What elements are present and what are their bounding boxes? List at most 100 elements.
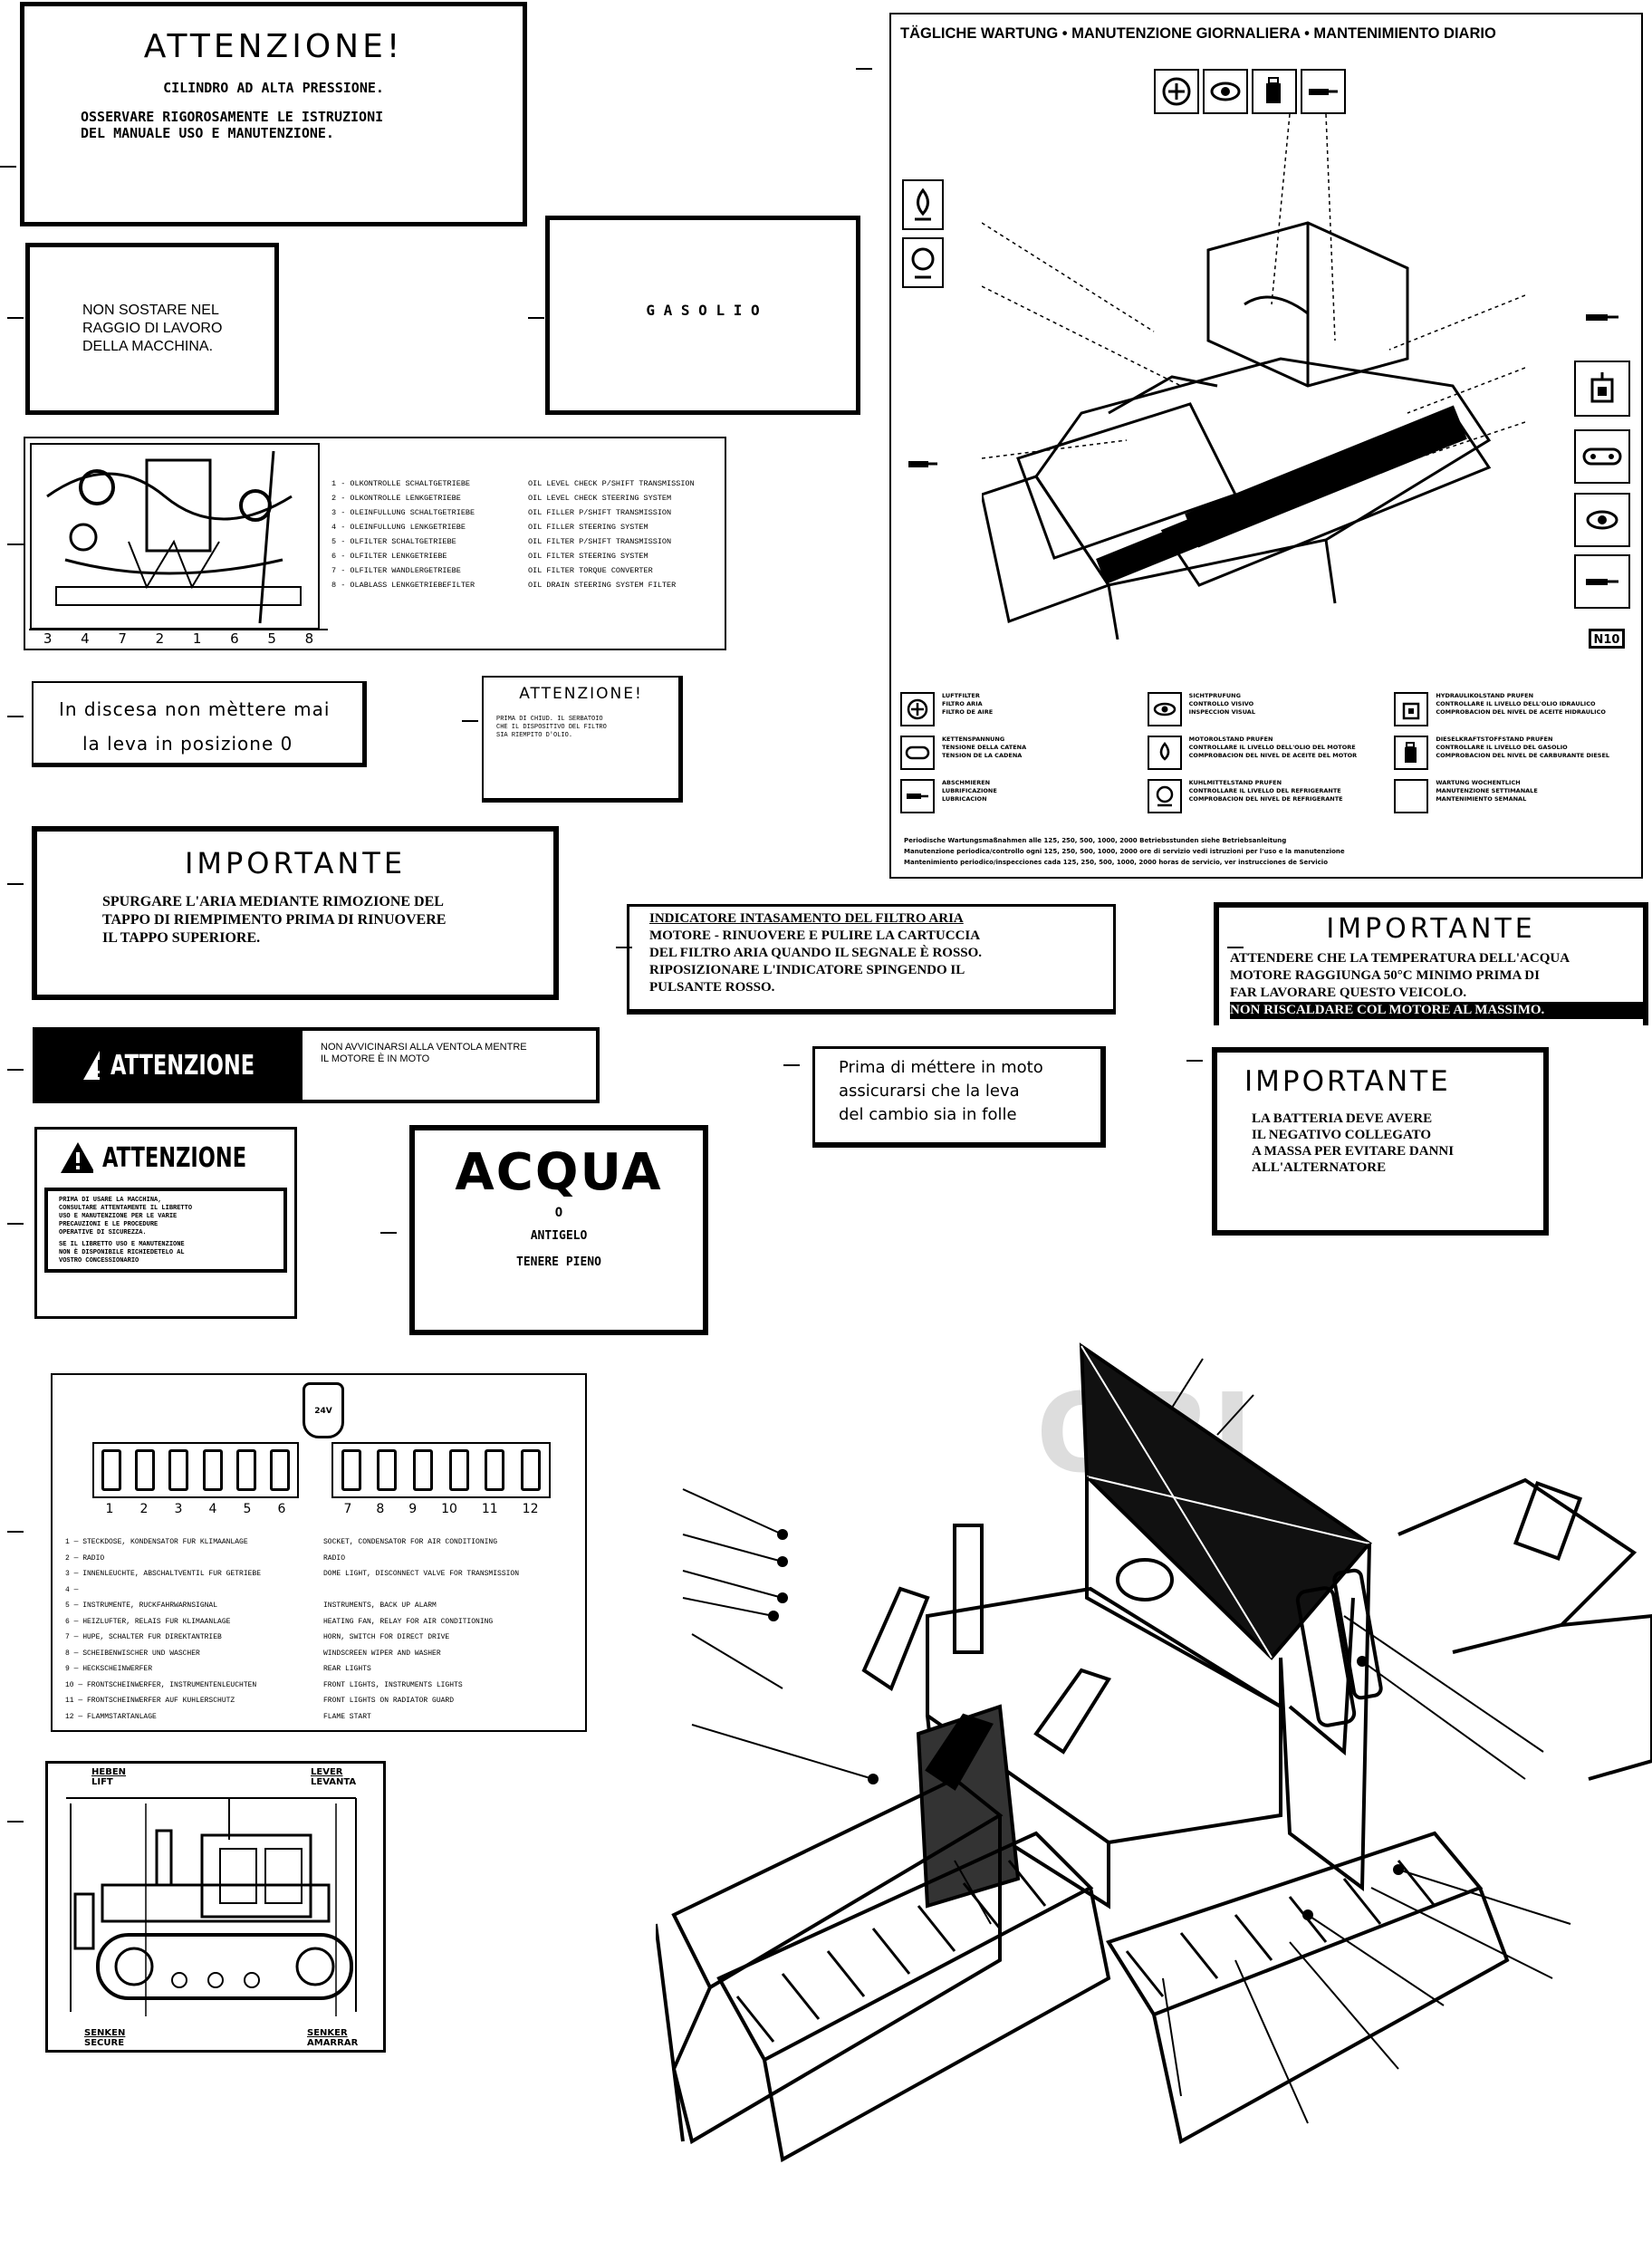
fuse-legend-en: HORN, SWITCH FOR DIRECT DRIVE (323, 1633, 450, 1641)
coolant-icon (1147, 779, 1182, 813)
fuse-legend-en: WINDSCREEN WIPER AND WASHER (323, 1649, 441, 1658)
ventola-text-block: NON AVVICINARSI ALLA VENTOLA MENTRE IL M… (303, 1031, 527, 1100)
grease-icon (1301, 69, 1346, 114)
lever-label-block: LEVER LEVANTA (311, 1767, 356, 1787)
libretto-text-block: PRIMA DI USARE LA MACCHINA, CONSULTARE A… (44, 1188, 287, 1273)
fuse-legend-en: FLAME START (323, 1712, 371, 1721)
eye-icon (1147, 692, 1182, 726)
decal-attenzione-small: ATTENZIONE! PRIMA DI CHIUD. IL SERBATOIO… (482, 676, 683, 803)
decal-text: O (554, 1206, 563, 1220)
legend-text: ABSCHMIEREN (942, 779, 991, 786)
legend-text: HYDRAULIKOLSTAND PRUFEN (1436, 692, 1534, 699)
legend-item-track: KETTENSPANNUNG TENSIONE DELLA CATENA TEN… (900, 736, 1140, 770)
fuse-legend-de: 2 — RADIO (65, 1553, 105, 1563)
legend-text: CONTROLLARE IL LIVELLO DEL GASOLIO (1436, 744, 1568, 751)
decal-text: RAGGIO DI LAVORO (82, 321, 223, 336)
leader-line (783, 1064, 800, 1066)
legend-text: MANTENIMIENTO SEMANAL (1436, 795, 1527, 803)
fuse-number: 12 (522, 1502, 539, 1516)
fuse-legend: 1 — STECKDOSE, KONDENSATOR FUR KLIMAANLA… (65, 1534, 581, 1725)
legend-text: TENSIONE DELLA CATENA (942, 744, 1027, 751)
fuse-number: 7 (343, 1502, 352, 1516)
legend-text: INSPECCION VISUAL (1188, 708, 1255, 716)
maintenance-footer: Periodische Wartungsmaßnahmen alle 125, … (904, 835, 1638, 868)
leader-line (7, 1821, 24, 1823)
fuse-legend-en: INSTRUMENTS, BACK UP ALARM (323, 1601, 437, 1610)
decal-fuse-panel: 24V 1 2 3 4 5 6 7 8 9 10 11 12 1 — STECK… (51, 1373, 587, 1732)
leader-line (7, 1223, 24, 1225)
fuse-icon (521, 1449, 542, 1491)
fuse-legend-de: 12 — FLAMMSTARTANLAGE (65, 1712, 157, 1721)
fuse-legend-en: REAR LIGHTS (323, 1665, 371, 1673)
filter-legend-en: OIL FILTER STEERING SYSTEM (528, 552, 648, 561)
filter-number: 1 (192, 630, 202, 647)
secure-label-block: SENKEN SECURE (84, 2028, 125, 2048)
engine-oil-icon (1147, 736, 1182, 770)
fuse-legend-de: 8 — SCHEIBENWISCHER UND WASCHER (65, 1649, 200, 1658)
leader-line (7, 883, 24, 885)
filter-legend-en: OIL LEVEL CHECK STEERING SYSTEM (528, 494, 672, 503)
fuse-number: 6 (277, 1502, 286, 1516)
legend-text: CONTROLLARE IL LIVELLO DELL'OLIO DEL MOT… (1188, 744, 1356, 751)
dozer-perspective-drawing (982, 114, 1525, 640)
decal-title: ACQUA (455, 1143, 663, 1202)
filter-number: 2 (155, 630, 165, 647)
decal-text: PRECAUZIONI E LE PROCEDURE (59, 1221, 158, 1228)
fuse-icon (270, 1449, 291, 1491)
decal-text: VOSTRO CONCESSIONARIO (59, 1257, 139, 1265)
legend-text: KETTENSPANNUNG (942, 736, 1005, 743)
fuse-legend-en: DOME LIGHT, DISCONNECT VALVE FOR TRANSMI… (323, 1570, 520, 1578)
decal-text: In discesa non mèttere mai (59, 698, 331, 720)
legend-item-air-filter: LUFTFILTER FILTRO ARIA FILTRO DE AIRE (900, 692, 1140, 726)
fuse-voltage-label: 24V (314, 1407, 332, 1416)
decal-text: IL MOTORE È IN MOTO (321, 1053, 430, 1064)
fuse-icon (448, 1449, 469, 1491)
fuse-legend-row: 8 — SCHEIBENWISCHER UND WASCHER WINDSCREE… (65, 1646, 581, 1662)
fuse-number: 5 (243, 1502, 252, 1516)
coolant-icon (902, 237, 944, 288)
lever-label: LEVANTA (311, 1777, 357, 1787)
decal-text: G A S O L I O (646, 302, 760, 319)
decal-title: IMPORTANTE (1326, 913, 1536, 945)
decal-non-sostare: NON SOSTARE NEL RAGGIO DI LAVORO DELLA M… (25, 243, 279, 415)
decal-lift-secure: HEBEN LIFT LEVER LEVANTA SENKEN SECURE S… (45, 1761, 386, 2053)
decal-text: ANTIGELO (530, 1229, 588, 1243)
decal-text: USO E MANUTENZIONE PER LE VARIE (59, 1213, 178, 1220)
leader-line (462, 720, 478, 722)
eye-icon (1203, 69, 1248, 114)
fuse-icon (202, 1449, 223, 1491)
decal-text: TAPPO DI RIEMPIMENTO PRIMA DI RINUOVERE (102, 912, 447, 928)
decal-discesa: In discesa non mèttere mai la leva in po… (32, 681, 367, 767)
decal-text: PRIMA DI USARE LA MACCHINA, (59, 1197, 162, 1204)
fuse-icon (101, 1449, 121, 1491)
legend-text: CONTROLLO VISIVO (1188, 700, 1254, 707)
decal-text: DELLA MACCHINA. (82, 339, 214, 354)
lift-label: LIFT (91, 1777, 113, 1787)
filter-number-row: 3 4 7 2 1 6 5 8 (29, 629, 328, 649)
amarrar-label-block: SENKER AMARRAR (307, 2028, 358, 2048)
decal-text: DEL FILTRO ARIA QUANDO IL SEGNALE È ROSS… (649, 946, 983, 960)
warning-triangle-icon (83, 1051, 100, 1080)
decal-text: SIA RIEMPITO D'OLIO. (496, 732, 573, 739)
fuse-number: 9 (408, 1502, 418, 1516)
lift-label-block: HEBEN LIFT (91, 1767, 126, 1787)
fuse-number: 3 (174, 1502, 183, 1516)
legend-text: CONTROLLARE IL LIVELLO DEL REFRIGERANTE (1188, 787, 1341, 794)
decal-text: PRIMA DI CHIUD. IL SERBATOIO (496, 716, 603, 723)
decal-title: IMPORTANTE (184, 846, 407, 880)
fuse-legend-de: 11 — FRONTSCHEINWERFER AUF KUHLERSCHUTZ (65, 1697, 235, 1705)
legend-item-visual: SICHTPRUFUNG CONTROLLO VISIVO INSPECCION… (1147, 692, 1388, 726)
leader-line (7, 317, 24, 319)
decal-text: IL TAPPO SUPERIORE. (102, 930, 261, 946)
leader-line (616, 947, 632, 948)
grease-icon (902, 453, 944, 475)
fuse-icon (413, 1449, 434, 1491)
filter-number: 8 (304, 630, 314, 647)
fuse-number: 4 (208, 1502, 217, 1516)
decal-text: ALL'ALTERNATORE (1252, 1160, 1387, 1175)
